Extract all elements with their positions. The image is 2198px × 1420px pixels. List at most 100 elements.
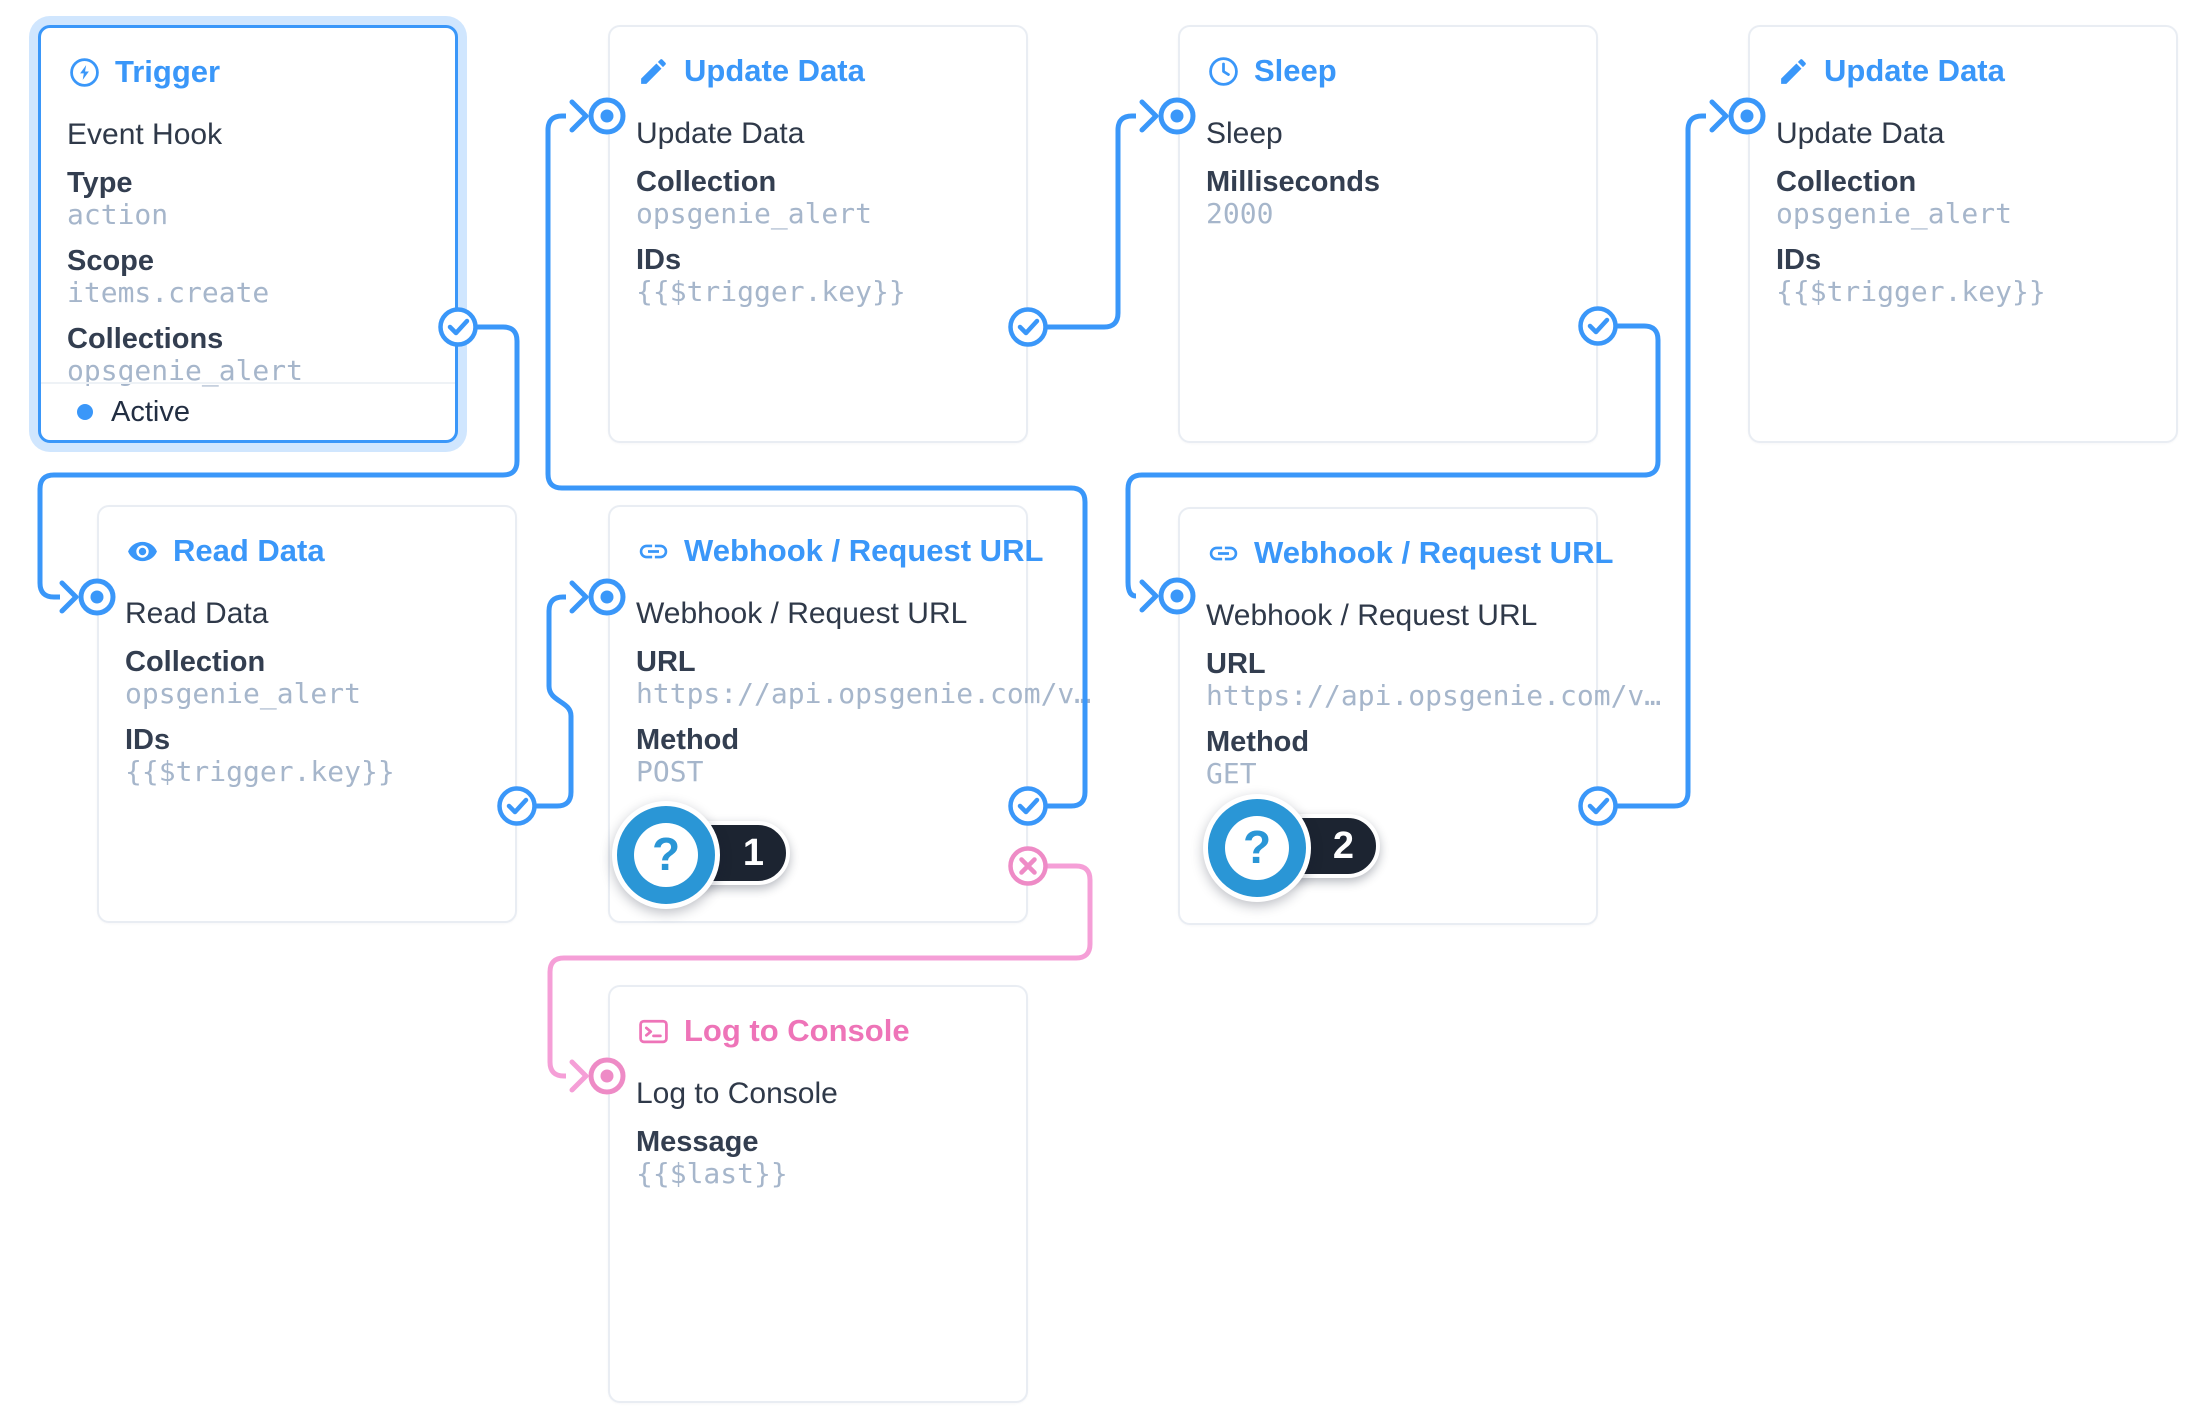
resolve-port-update-data-1[interactable] (1008, 307, 1048, 347)
operation-header: Read Data (99, 507, 515, 569)
operation-name: Update Data (636, 117, 805, 150)
trigger-panel-header: Trigger (41, 28, 455, 90)
bolt-circle-icon (70, 57, 99, 87)
connection-update-data-1-to-sleep (1028, 113, 1136, 330)
pencil-icon (1781, 58, 1806, 84)
operation-title: Sleep (1254, 53, 1337, 88)
operation-title: Log to Console (684, 1013, 910, 1048)
arrowhead-icon (569, 1059, 589, 1093)
field-label: IDs (1776, 244, 1822, 276)
operation-header: Update Data (610, 27, 1026, 89)
link-icon (1209, 546, 1238, 560)
field-value: POST (636, 755, 704, 788)
reject-port-webhook-1[interactable] (1008, 846, 1048, 886)
field-value: {{$last}} (636, 1157, 788, 1190)
operation-name: Webhook / Request URL (636, 597, 968, 630)
operation-update-data-2[interactable]: Update Data Update Data Collection opsge… (1748, 25, 2178, 443)
status-badge: Active (111, 395, 190, 428)
field-label: IDs (125, 724, 171, 756)
arrowhead-icon (1709, 99, 1729, 133)
field-label: Collection (1776, 166, 1917, 198)
arrowhead-icon (569, 99, 589, 133)
field-label: URL (636, 646, 696, 678)
connection-webhook-1-reject-to-log (547, 863, 1093, 1079)
operation-update-data-1[interactable]: Update Data Update Data Collection opsge… (608, 25, 1028, 443)
operation-name: Read Data (125, 597, 269, 630)
operation-title: Update Data (1824, 53, 2005, 88)
operation-header: Webhook / Request URL (1180, 509, 1613, 571)
input-port-sleep[interactable] (1158, 97, 1196, 135)
input-port-read-data[interactable] (78, 578, 116, 616)
active-status-dot (77, 404, 93, 420)
connection-sleep-to-webhook-2 (1125, 323, 1661, 599)
field-value: https://api.opsgenie.com/v… (1206, 679, 1662, 712)
field-value: action (67, 198, 169, 231)
clock-icon (1209, 56, 1238, 86)
operation-name: Webhook / Request URL (1206, 599, 1538, 632)
connection-read-data-to-webhook-1 (517, 594, 574, 809)
resolve-port-sleep[interactable] (1578, 306, 1618, 346)
operation-title: Webhook / Request URL (684, 533, 1044, 568)
operation-type-badge[interactable]: ? (612, 801, 720, 909)
field-value: {{$trigger.key}} (1776, 275, 2046, 308)
operation-header: Webhook / Request URL (610, 507, 1043, 569)
resolve-port-webhook-1[interactable] (1008, 786, 1048, 826)
field-label: Collection (125, 646, 266, 678)
field-value: opsgenie_alert (636, 197, 873, 230)
field-label: Collections (67, 323, 224, 355)
resolve-port-webhook-2[interactable] (1578, 786, 1618, 826)
field-value: 2000 (1206, 197, 1274, 230)
operation-log-to-console[interactable]: Log to Console Log to Console Message {{… (608, 985, 1028, 1403)
field-value: GET (1206, 757, 1257, 790)
operation-number: 1 (742, 831, 764, 874)
input-port-webhook-1[interactable] (588, 578, 626, 616)
field-value: {{$trigger.key}} (125, 755, 395, 788)
field-label: Type (67, 167, 133, 199)
operation-header: Sleep (1180, 27, 1596, 89)
pencil-icon (641, 58, 666, 84)
resolve-port-trigger[interactable] (438, 307, 478, 347)
field-label: Collection (636, 166, 777, 198)
arrowhead-icon (1139, 99, 1159, 133)
field-value: opsgenie_alert (1776, 197, 2013, 230)
operation-webhook-2[interactable]: Webhook / Request URL Webhook / Request … (1178, 507, 1662, 925)
trigger-title: Trigger (115, 54, 221, 89)
trigger-type-name: Event Hook (67, 118, 223, 151)
arrowhead-icon (569, 580, 589, 614)
link-icon (639, 544, 668, 558)
field-value: {{$trigger.key}} (636, 275, 906, 308)
field-value: opsgenie_alert (67, 354, 304, 387)
trigger-status-row: Active (41, 382, 455, 440)
operation-type-badge[interactable]: ? (1203, 794, 1311, 902)
connection-trigger-to-read-data (37, 324, 520, 600)
connection-webhook-2-to-update-data-2 (1598, 113, 1706, 809)
operation-sleep[interactable]: Sleep Sleep Milliseconds 2000 (1178, 25, 1598, 443)
operation-header: Update Data (1750, 27, 2176, 89)
trigger-panel[interactable]: Trigger Event Hook Type action Scope ite… (38, 25, 458, 443)
input-port-log-to-console[interactable] (588, 1057, 626, 1095)
field-value: items.create (67, 276, 270, 309)
operation-name: Sleep (1206, 117, 1283, 150)
operation-number: 2 (1332, 824, 1354, 867)
field-label: Message (636, 1126, 759, 1158)
operation-name: Log to Console (636, 1077, 838, 1110)
operation-title: Update Data (684, 53, 865, 88)
resolve-port-read-data[interactable] (497, 786, 537, 826)
arrowhead-icon (1139, 579, 1159, 613)
input-port-update-data-1[interactable] (588, 97, 626, 135)
terminal-icon (639, 1019, 668, 1043)
connection-webhook-1-to-update-data-1 (545, 113, 1088, 809)
question-mark-icon: ? (1225, 816, 1289, 880)
input-port-update-data-2[interactable] (1728, 97, 1766, 135)
field-label: Method (1206, 726, 1310, 758)
field-label: Scope (67, 245, 155, 277)
question-mark-icon: ? (634, 823, 698, 887)
field-value: https://api.opsgenie.com/v… (636, 677, 1092, 710)
input-port-webhook-2[interactable] (1158, 577, 1196, 615)
field-value: opsgenie_alert (125, 677, 362, 710)
field-label: IDs (636, 244, 682, 276)
operation-read-data[interactable]: Read Data Read Data Collection opsgenie_… (97, 505, 517, 923)
operation-header: Log to Console (610, 987, 1026, 1049)
